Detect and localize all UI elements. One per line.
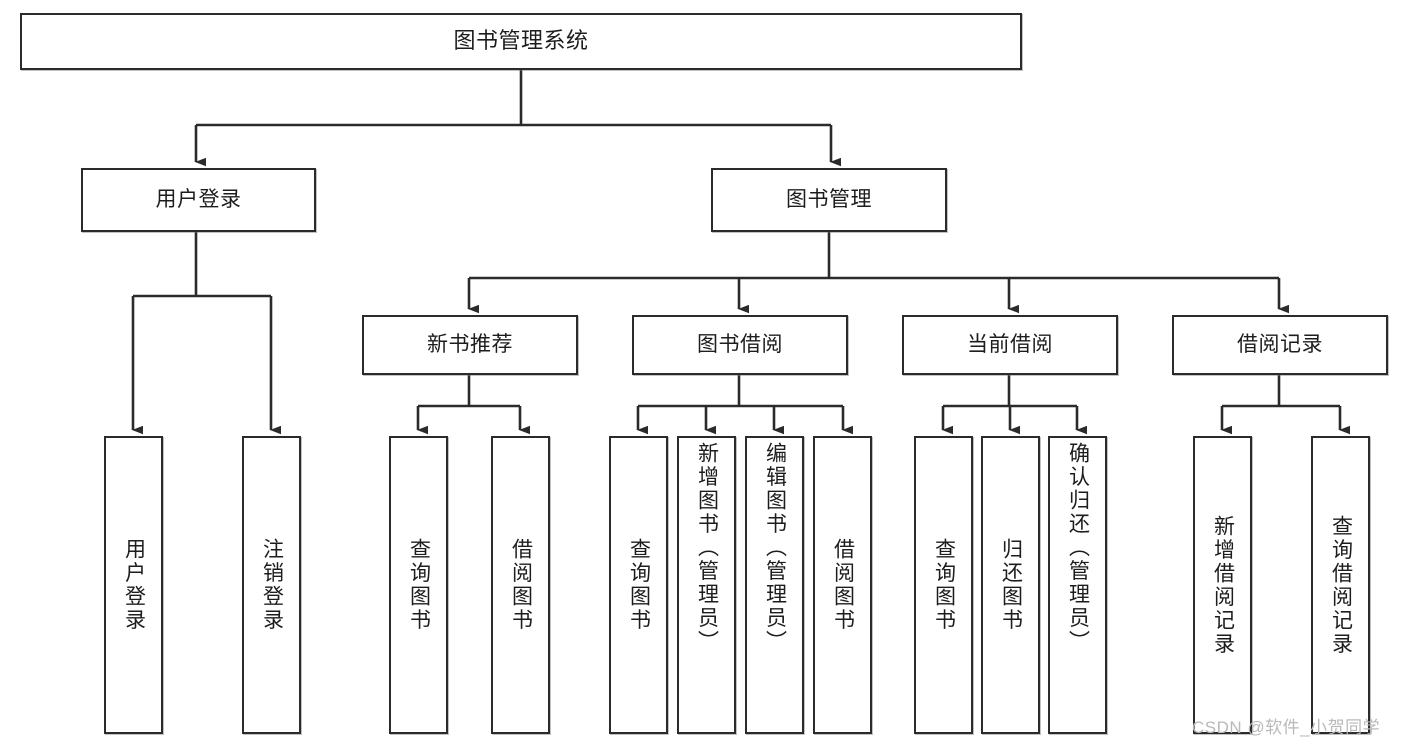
- node-label: 用户登录: [122, 538, 146, 632]
- leaf-current-query-book[interactable]: 查询图书: [914, 436, 973, 734]
- node-label: 用户登录: [155, 187, 242, 211]
- node-label: 图书借阅: [697, 332, 783, 356]
- node-label: 查询图书: [627, 538, 651, 632]
- leaf-current-confirm-return-admin[interactable]: 确认归还（管理员）: [1048, 436, 1107, 734]
- node-label: 查询图书: [932, 538, 956, 632]
- node-label: 借阅记录: [1237, 332, 1323, 356]
- leaf-user-login-logout[interactable]: 注销登录: [242, 436, 301, 734]
- leaf-record-query-record[interactable]: 查询借阅记录: [1311, 436, 1370, 734]
- leaf-borrow-query-book[interactable]: 查询图书: [609, 436, 668, 734]
- node-label: 注销登录: [260, 538, 284, 632]
- node-label: 查询图书: [407, 538, 431, 632]
- leaf-current-return-book[interactable]: 归还图书: [981, 436, 1040, 734]
- node-current-borrow[interactable]: 当前借阅: [902, 315, 1118, 375]
- node-book-management[interactable]: 图书管理: [711, 168, 947, 232]
- csdn-watermark: CSDN @软件_小贺同学: [1192, 718, 1381, 737]
- node-label: 确认归还（管理员）: [1066, 442, 1090, 654]
- node-label: 图书管理系统: [453, 28, 589, 54]
- node-label: 新增图书（管理员）: [695, 442, 719, 654]
- node-label: 新增借阅记录: [1211, 514, 1235, 656]
- leaf-new-book-query[interactable]: 查询图书: [389, 436, 448, 734]
- leaf-new-book-borrow[interactable]: 借阅图书: [491, 436, 550, 734]
- leaf-record-add-record[interactable]: 新增借阅记录: [1193, 436, 1252, 734]
- leaf-user-login-login[interactable]: 用户登录: [104, 436, 163, 734]
- node-book-borrow[interactable]: 图书借阅: [632, 315, 848, 375]
- node-new-book-recommend[interactable]: 新书推荐: [362, 315, 578, 375]
- node-label: 当前借阅: [967, 332, 1053, 356]
- leaf-borrow-borrow-book[interactable]: 借阅图书: [813, 436, 872, 734]
- node-label: 查询借阅记录: [1329, 514, 1353, 656]
- node-label: 编辑图书（管理员）: [763, 442, 787, 654]
- node-user-login[interactable]: 用户登录: [81, 168, 316, 232]
- node-label: 图书管理: [786, 187, 872, 211]
- node-label: 借阅图书: [831, 538, 855, 632]
- node-label: 新书推荐: [427, 332, 513, 356]
- node-borrow-record[interactable]: 借阅记录: [1172, 315, 1388, 375]
- node-label: 归还图书: [999, 538, 1023, 632]
- node-root-system[interactable]: 图书管理系统: [20, 13, 1022, 70]
- leaf-borrow-add-book-admin[interactable]: 新增图书（管理员）: [677, 436, 736, 734]
- leaf-borrow-edit-book-admin[interactable]: 编辑图书（管理员）: [745, 436, 804, 734]
- node-label: 借阅图书: [509, 538, 533, 632]
